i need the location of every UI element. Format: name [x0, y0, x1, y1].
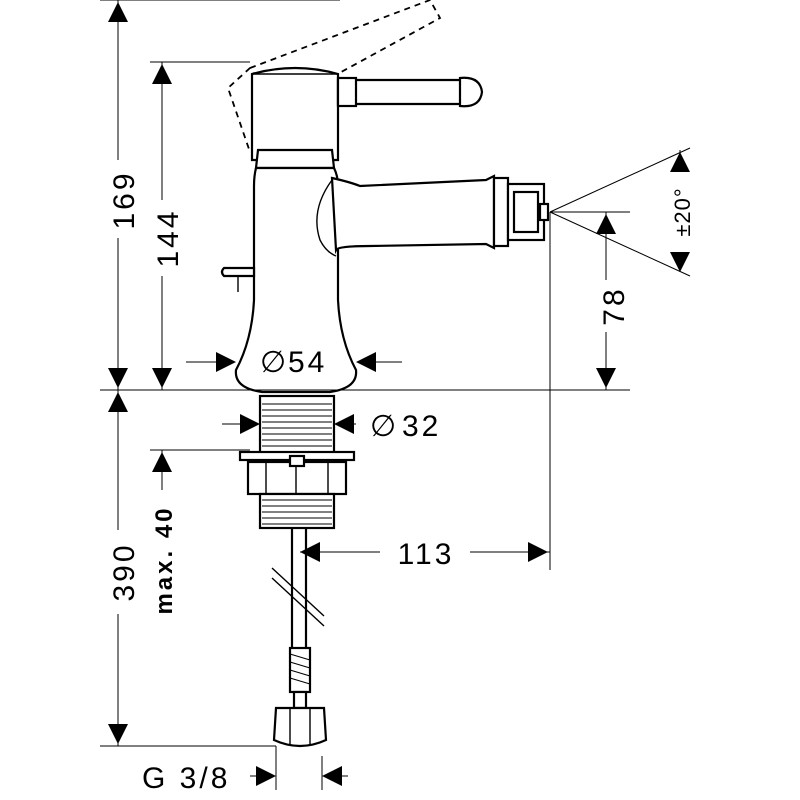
arrow-390-top: [108, 392, 128, 412]
arrow-angle-top: [670, 152, 690, 172]
break-mark-2: [271, 577, 325, 627]
drain-rod: [220, 266, 256, 278]
spout-curve: [316, 179, 337, 257]
dim-shank-diameter: 32: [402, 410, 441, 443]
collar: [254, 148, 336, 170]
arrow-78-bottom: [596, 368, 616, 388]
fitting-neck: [292, 690, 308, 710]
arrow-32-left: [240, 414, 260, 434]
lower-shank: [258, 492, 336, 530]
arrow-144-top: [152, 64, 172, 84]
lever-knob: [458, 76, 484, 108]
arrow-390-bottom: [108, 724, 128, 744]
dim-hose-length: 390: [108, 542, 141, 601]
dim-total-height: 169: [108, 170, 141, 229]
arrow-169-bottom: [108, 368, 128, 388]
dim-diameter-symbol-32: ∅: [370, 410, 399, 443]
screw-head: [288, 454, 306, 468]
dimension-lines: [100, 0, 691, 790]
arrow-113-right: [528, 542, 548, 562]
hose-hex-nut: [272, 706, 328, 748]
arrow-113-left: [300, 542, 320, 562]
dim-thread: G 3/8: [142, 762, 230, 795]
spray-tip: [538, 202, 550, 222]
break-mark-1: [271, 567, 325, 617]
threaded-shank: [258, 394, 336, 458]
dim-diameter-symbol-54: ∅: [260, 346, 289, 379]
dim-max-mount-thickness: max. 40: [151, 505, 178, 614]
arrow-54-left: [216, 352, 236, 372]
arrow-angle-bottom: [670, 252, 690, 272]
handle-cap: [250, 66, 340, 162]
spray-nozzle: [512, 190, 540, 234]
faucet-body: [220, 0, 550, 394]
arrow-78-top: [596, 214, 616, 234]
arrow-169-top: [108, 2, 128, 22]
arrow-max40-top: [152, 452, 172, 472]
dim-spray-angle: ±20°: [670, 187, 695, 236]
spray-ring: [492, 176, 510, 248]
lever-arm: [336, 78, 472, 106]
mounting-assembly: [238, 394, 356, 748]
arrow-54-right: [356, 352, 376, 372]
arrow-thread-right: [322, 766, 342, 786]
dim-spout-to-base: 78: [598, 286, 631, 325]
dimension-labels: 169 144 78 ±20° ∅ 54 ∅ 32 113 390 max. 4…: [108, 170, 695, 795]
arrow-thread-left: [256, 766, 276, 786]
dim-spout-height: 144: [152, 208, 185, 267]
arrow-144-bottom: [152, 368, 172, 388]
dim-reach: 113: [398, 538, 455, 571]
dim-base-diameter: 54: [288, 346, 327, 379]
arrow-32-right: [334, 414, 354, 434]
spout: [330, 174, 496, 255]
